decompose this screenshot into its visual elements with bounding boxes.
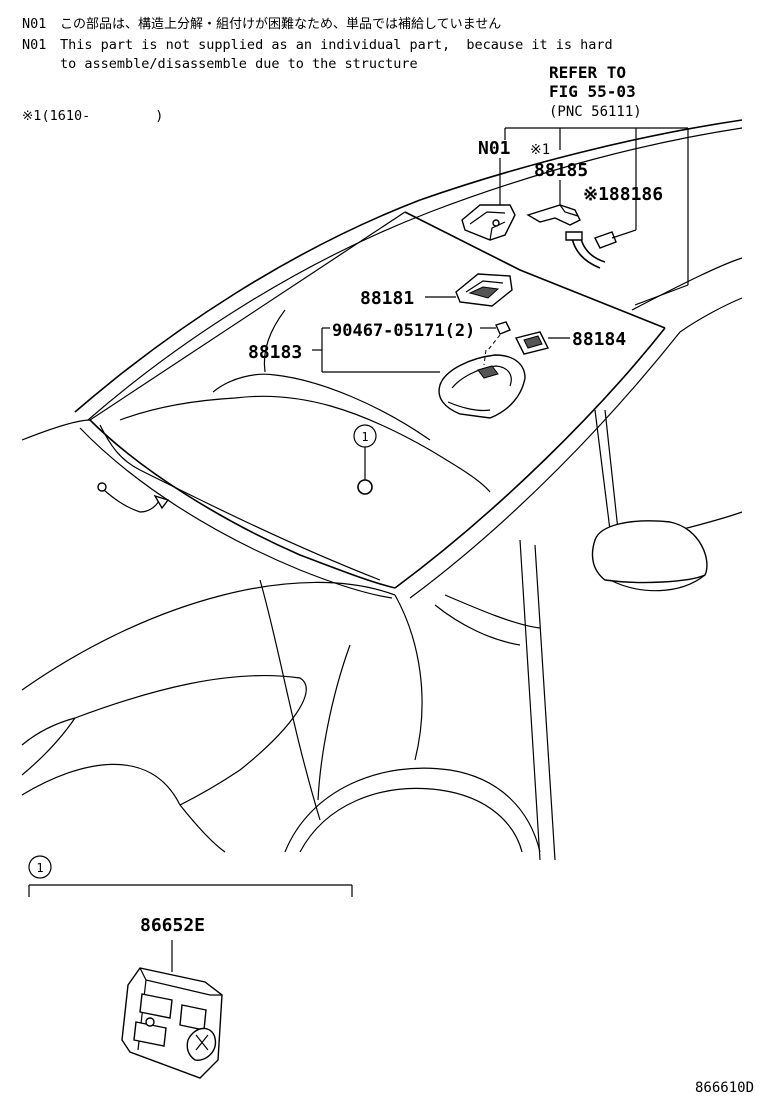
label-88184: 88184 bbox=[572, 329, 626, 350]
label-90467-05171: 90467-05171(2) bbox=[332, 321, 475, 341]
callout-1-label: 1 bbox=[361, 430, 368, 444]
label-88183: 88183 bbox=[248, 342, 302, 363]
refer-line3: (PNC 56111) bbox=[549, 104, 642, 120]
part-88183-cover-assy bbox=[438, 349, 526, 419]
note-n01-english-line1: This part is not supplied as an individu… bbox=[60, 37, 613, 53]
label-88185: 88185 bbox=[534, 160, 588, 181]
part-86652e-camera-unit bbox=[121, 967, 223, 1079]
label-mark-1: ※1 bbox=[530, 142, 550, 158]
callout-1-windshield: 1 bbox=[353, 424, 377, 495]
refer-line2: FIG 55-03 bbox=[549, 82, 636, 101]
label-86652e: 86652E bbox=[140, 915, 205, 936]
part-88186-harness bbox=[565, 231, 617, 269]
note-code-n01-jp: N01 bbox=[22, 16, 47, 32]
leader-lines bbox=[312, 127, 689, 373]
part-n01-bracket bbox=[461, 204, 516, 241]
car-body-outline bbox=[21, 119, 743, 861]
part-90467-clip bbox=[487, 321, 511, 351]
detail-inset-1: 1 86652E bbox=[28, 855, 353, 1079]
inset-callout-1-label: 1 bbox=[36, 861, 43, 875]
label-n01: N01 bbox=[478, 138, 511, 159]
part-labels: REFER TO FIG 55-03 (PNC 56111) N01 ※1 88… bbox=[248, 63, 663, 363]
part-88181-sensor bbox=[455, 273, 513, 307]
refer-line1: REFER TO bbox=[549, 63, 626, 82]
diagram-id: 866610D bbox=[695, 1080, 754, 1096]
part-88185-bracket bbox=[526, 204, 581, 226]
note-n01-english-line2: to assemble/disassemble due to the struc… bbox=[60, 56, 418, 72]
label-88181: 88181 bbox=[360, 288, 414, 309]
note-date-range: ※1(1610- ) bbox=[22, 108, 164, 124]
note-n01-japanese: この部品は、構造上分解・組付けが困難なため、単品では補給していません bbox=[60, 17, 502, 32]
part-88184-cover bbox=[514, 331, 550, 355]
note-code-n01-en: N01 bbox=[22, 37, 47, 53]
label-88186: ※188186 bbox=[583, 184, 663, 205]
